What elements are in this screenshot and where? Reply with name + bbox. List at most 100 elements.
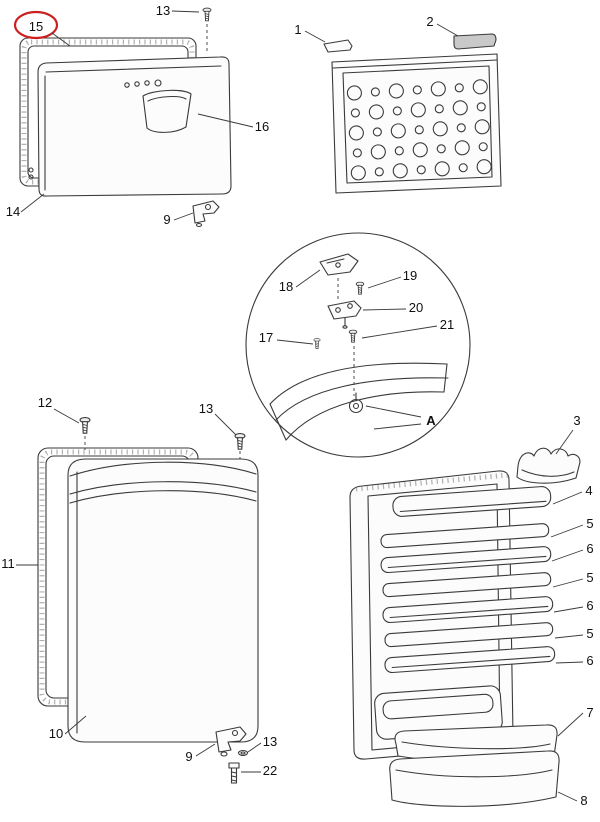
callout-18: 18: [279, 279, 293, 294]
callout-19: 19: [403, 268, 417, 283]
leader-line: [557, 791, 578, 802]
leader-line: [214, 413, 237, 436]
leader-line: [171, 10, 200, 13]
washer-hole: [240, 751, 246, 755]
callout-22: 22: [263, 763, 277, 778]
leader-line: [552, 491, 583, 505]
leader-line: [276, 339, 314, 345]
leader-line: [365, 405, 422, 418]
leader-line: [304, 30, 326, 43]
handle-recess-inner-line: [147, 96, 187, 102]
fridge-door-panel: [67, 458, 259, 743]
hinge-hole: [231, 729, 239, 737]
detail-circle: [245, 232, 471, 458]
shelf-rail-6: [382, 596, 554, 624]
freezer-door-assembly: 15 13 16 14 9: [6, 3, 269, 228]
callout-17: 17: [259, 330, 273, 345]
hinge-plate-hole: [347, 303, 353, 309]
dimple-grid: [346, 79, 492, 181]
callout-13: 13: [263, 734, 277, 749]
handle-cap-part: [453, 33, 497, 50]
bolt-thread: [230, 779, 238, 782]
shelf-rail-5: [380, 523, 550, 549]
shelf-rail-4: [392, 486, 552, 517]
gasket-screw-dot: [28, 167, 34, 173]
freezer-door-top-lip: [45, 65, 222, 73]
leader-line: [197, 113, 254, 128]
panel-top-line: [332, 59, 498, 69]
vent-dot: [144, 80, 150, 86]
leader-line: [195, 743, 216, 757]
bolt-thread: [230, 771, 238, 774]
fridge-door-handle-band: [69, 481, 257, 495]
screw: [234, 433, 246, 450]
callout-15: 15: [29, 19, 43, 34]
callout-9: 9: [163, 212, 170, 227]
hinge-cover-line: [326, 258, 345, 264]
leader-line: [173, 212, 194, 221]
hinge-bracket: [215, 726, 247, 753]
callout-10: 10: [49, 726, 63, 741]
panel-outer: [331, 53, 502, 194]
hinge-cover-part: [319, 253, 359, 276]
callout-A: A: [426, 413, 436, 428]
vent-dot: [154, 79, 162, 87]
hinge-pin: [220, 751, 228, 757]
leader-line: [361, 325, 438, 339]
callout-8: 8: [580, 793, 587, 808]
gasket-screw-dot: [28, 174, 34, 180]
door-liner-assembly: 3 4 5 6 5 6 5 6 7 8: [349, 413, 594, 808]
screw: [313, 338, 321, 349]
hinge-plate-pin-tip: [342, 325, 348, 329]
shelf-rail-6: [384, 646, 556, 674]
leader-line: [53, 408, 80, 424]
hinge-pin-boss: [348, 398, 364, 414]
screw: [202, 7, 212, 22]
hinge-plate-part: [327, 300, 362, 320]
door-corner-contour: [269, 362, 448, 405]
leader-line: [552, 578, 584, 588]
callout-1: 1: [294, 22, 301, 37]
bolt-thread: [230, 775, 238, 778]
door-stop-part: [323, 39, 353, 53]
bolt-head: [228, 762, 240, 769]
leader-line: [64, 715, 87, 735]
leader-line: [295, 269, 321, 288]
shelf-rail-5: [382, 572, 552, 598]
leader-line: [51, 32, 71, 47]
fridge-door-top-curve: [69, 461, 257, 477]
shelf-rail-5: [384, 622, 554, 648]
washer: [237, 749, 249, 757]
callout-14: 14: [6, 204, 20, 219]
freezer-door-handle-recess: [142, 89, 192, 133]
callout-2: 2: [426, 14, 433, 29]
screw: [79, 417, 91, 434]
dairy-cover-line: [521, 469, 575, 477]
hinge-hole: [204, 203, 212, 211]
liner-top-comb: [355, 472, 509, 492]
hinge-bracket: [192, 200, 220, 224]
door-corner-contour: [285, 391, 445, 441]
callout-6: 6: [586, 653, 593, 668]
bottom-bin-part: [389, 750, 560, 807]
callout-5: 5: [586, 570, 593, 585]
leader-line: [555, 661, 584, 664]
liner-bottom-bin: [374, 685, 503, 740]
door-corner-edge: [443, 363, 448, 393]
hinge-detail-view: 18 19 20 21 17 A: [245, 232, 471, 458]
callout-16: 16: [255, 119, 269, 134]
inner-door-panel: 1 2: [294, 14, 502, 194]
highlight-circle-15: [13, 10, 59, 40]
leader-line: [362, 308, 407, 311]
leader-line: [373, 423, 422, 430]
callout-3: 3: [573, 413, 580, 428]
leader-line: [551, 549, 584, 562]
vent-dot: [124, 82, 130, 88]
hinge-plate-hole: [335, 307, 341, 313]
callout-12: 12: [38, 395, 52, 410]
leader-line: [367, 276, 402, 289]
callout-5: 5: [586, 626, 593, 641]
callout-6: 6: [586, 541, 593, 556]
callout-21: 21: [440, 317, 454, 332]
